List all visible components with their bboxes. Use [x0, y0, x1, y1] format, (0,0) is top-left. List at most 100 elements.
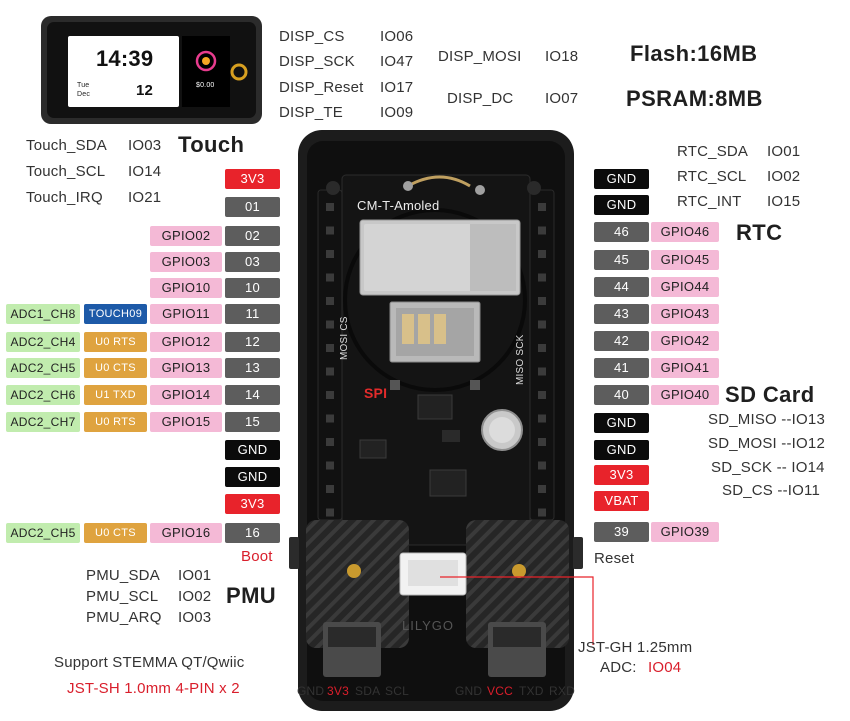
disp-cs-io: IO06 — [380, 28, 414, 45]
reset-side-button — [573, 537, 583, 569]
left-pin-10: 10 — [225, 278, 280, 298]
right-pin-45: 45 — [594, 250, 649, 270]
header-pin-hole — [538, 485, 546, 493]
bl-3v3: 3V3 — [327, 684, 349, 698]
right-pin-gnd-1: GND — [594, 169, 649, 189]
header-pin-hole — [538, 297, 546, 305]
disp-dc-name: DISP_DC — [447, 90, 514, 107]
gpio42-label: GPIO42 — [651, 331, 719, 351]
gpio44-label: GPIO44 — [651, 277, 719, 297]
touch-scl-io: IO14 — [128, 163, 162, 180]
touch-title: Touch — [178, 132, 245, 157]
adc2-ch5-label: ADC2_CH5 — [6, 358, 80, 378]
disp-reset-name: DISP_Reset — [279, 79, 364, 96]
pmu-sda-name: PMU_SDA — [86, 567, 160, 584]
header-pin-hole — [538, 320, 546, 329]
header-pin-hole — [326, 226, 334, 235]
gpio41-label: GPIO41 — [651, 358, 719, 378]
gpio16-label: GPIO16 — [150, 523, 222, 543]
header-pin-hole — [326, 508, 334, 517]
header-pin-hole — [538, 226, 546, 235]
u1-txd-label: U1 TXD — [84, 385, 147, 405]
header-pin-hole — [326, 414, 334, 423]
header-pin-hole — [538, 344, 546, 352]
right-pin-42: 42 — [594, 331, 649, 351]
thumbnail-screen — [68, 36, 179, 107]
gpio03-label: GPIO03 — [150, 252, 222, 272]
rtc-sda-io: IO01 — [767, 143, 801, 160]
touch-sda-name: Touch_SDA — [26, 137, 108, 154]
gpio12-label: GPIO12 — [150, 332, 222, 352]
jst-gh-label: JST-GH 1.25mm — [578, 639, 693, 656]
boot-label: Boot — [241, 548, 273, 565]
bl-scl: SCL — [385, 684, 409, 698]
gpio10-label: GPIO10 — [150, 278, 222, 298]
left-pin-gnd-2: GND — [225, 467, 280, 487]
pmu-scl-io: IO02 — [178, 588, 212, 605]
header-pin-hole — [538, 203, 546, 211]
screen-amount: $0.00 — [196, 82, 215, 89]
thumbnail-app-icon — [195, 50, 217, 72]
right-pin-vbat: VBAT — [594, 491, 649, 511]
right-pin-gnd-2: GND — [594, 195, 649, 215]
rtc-int-io: IO15 — [767, 193, 801, 210]
bl-gnd: GND — [297, 684, 325, 698]
sd-cs-label: SD_CS --IO11 — [722, 482, 820, 499]
thumbnail-button-icon — [230, 63, 248, 81]
gpio11-label: GPIO11 — [150, 304, 222, 324]
jst-gh-adc-io: IO04 — [648, 659, 682, 676]
disp-sck-io: IO47 — [380, 53, 414, 70]
pmu-sda-io: IO01 — [178, 567, 212, 584]
rtc-sda-name: RTC_SDA — [677, 143, 749, 160]
gpio46-label: GPIO46 — [651, 222, 719, 242]
right-pin-gnd-4: GND — [594, 440, 649, 460]
br-vcc: VCC — [487, 684, 513, 698]
header-pin-hole — [326, 438, 334, 446]
br-rxd: RXD — [549, 684, 575, 698]
u0-cts-label: U0 CTS — [84, 358, 147, 378]
touch-irq-io: IO21 — [128, 189, 162, 206]
u0-rts-label: U0 RTS — [84, 332, 147, 352]
right-pin-46: 46 — [594, 222, 649, 242]
touch-irq-name: Touch_IRQ — [26, 189, 103, 206]
left-pin-03: 03 — [225, 252, 280, 272]
u0-cts-label-2: U0 CTS — [84, 523, 147, 543]
adc2-ch4-label: ADC2_CH4 — [6, 332, 80, 352]
header-pin-hole — [326, 273, 334, 282]
adc2-ch7-label: ADC2_CH7 — [6, 412, 80, 432]
psram-size: PSRAM:8MB — [626, 86, 763, 111]
left-pin-13: 13 — [225, 358, 280, 378]
left-pin-11: 11 — [225, 304, 280, 324]
disp-dc-io: IO07 — [545, 90, 579, 107]
right-pin-gnd-3: GND — [594, 413, 649, 433]
sd-card-title: SD Card — [725, 382, 815, 407]
gpio43-label: GPIO43 — [651, 304, 719, 324]
touch-sda-io: IO03 — [128, 137, 162, 154]
pmu-scl-name: PMU_SCL — [86, 588, 159, 605]
left-pin-01: 01 — [225, 197, 280, 217]
reset-label: Reset — [594, 550, 635, 567]
screen-month: Dec — [77, 91, 91, 98]
header-pin-hole — [538, 391, 546, 399]
header-pin-hole — [326, 297, 334, 305]
screen-date: 12 — [136, 82, 154, 99]
device-thumbnail — [41, 16, 262, 124]
right-pin-3v3: 3V3 — [594, 465, 649, 485]
right-pin-44: 44 — [594, 277, 649, 297]
gpio39-label: GPIO39 — [651, 522, 719, 542]
disp-mosi-name: DISP_MOSI — [438, 48, 522, 65]
gpio14-label: GPIO14 — [150, 385, 222, 405]
u0-rts-label-2: U0 RTS — [84, 412, 147, 432]
right-pin-39: 39 — [594, 522, 649, 542]
gpio02-label: GPIO02 — [150, 226, 222, 246]
sd-sck-label: SD_SCK -- IO14 — [711, 459, 825, 476]
mosi-cs-label: MOSI CS — [339, 316, 350, 360]
left-pin-02: 02 — [225, 226, 280, 246]
brand-label: LILYGO — [402, 618, 455, 633]
gpio15-label: GPIO15 — [150, 412, 222, 432]
header-pin-hole — [538, 367, 546, 376]
stemma-support-label: Support STEMMA QT/Qwiic — [54, 654, 245, 671]
br-gnd: GND — [455, 684, 483, 698]
right-pin-41: 41 — [594, 358, 649, 378]
